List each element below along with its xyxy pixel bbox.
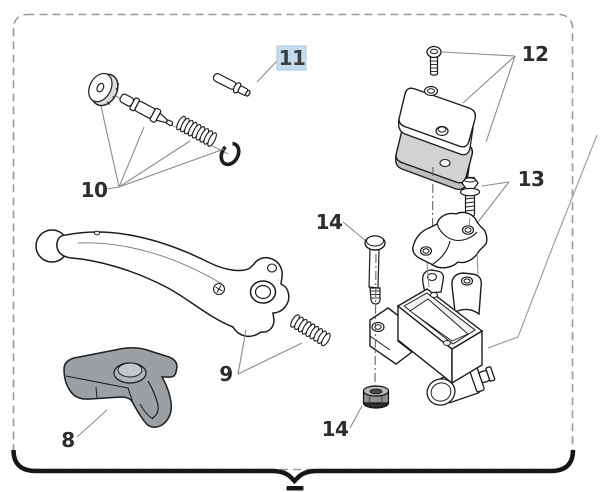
adjuster-screw (119, 93, 174, 127)
callout-14-screw[interactable]: 14 (316, 210, 343, 234)
clamp-bolt (459, 176, 481, 217)
pivot-axis-line (374, 253, 377, 387)
figure-bottom-frame (11, 449, 576, 485)
callout-10[interactable]: 10 (81, 178, 108, 202)
adjuster-assembly (88, 72, 241, 190)
pivot-screw (364, 235, 386, 305)
callout-11[interactable]: 11 (279, 46, 306, 70)
master-cylinder-body (369, 269, 496, 406)
adjuster-dial (88, 72, 120, 107)
diagonal-reference-line (487, 134, 598, 349)
retaining-ring (219, 141, 241, 167)
callout-11-highlight (276, 45, 307, 71)
callout-12[interactable]: 12 (522, 42, 549, 66)
handlebar-clamp (412, 211, 488, 269)
cover-screw (426, 45, 442, 76)
clamp-alignment-lines (426, 217, 479, 288)
lever-protector (63, 347, 178, 428)
brake-lever (35, 229, 290, 338)
leaders-9 (237, 329, 303, 375)
leader-8 (76, 409, 108, 438)
cover-axis-line (431, 166, 434, 289)
pivot-nut (362, 385, 390, 409)
callout-14-nut[interactable]: 14 (322, 417, 349, 441)
callout-13[interactable]: 13 (518, 167, 545, 191)
reservoir-cap (397, 85, 477, 156)
callout-8[interactable]: 8 (61, 428, 75, 452)
leader-14-nut (349, 405, 363, 429)
bottom-center-tick (286, 486, 304, 491)
callout-9[interactable]: 9 (219, 362, 233, 386)
adjuster-spring (176, 115, 217, 147)
dashed-region-border (12, 13, 574, 471)
leaders-12 (441, 51, 516, 143)
pin-part (212, 73, 251, 97)
leader-11 (256, 60, 278, 83)
leader-14-screw (342, 221, 367, 242)
lever-spring (290, 314, 331, 347)
